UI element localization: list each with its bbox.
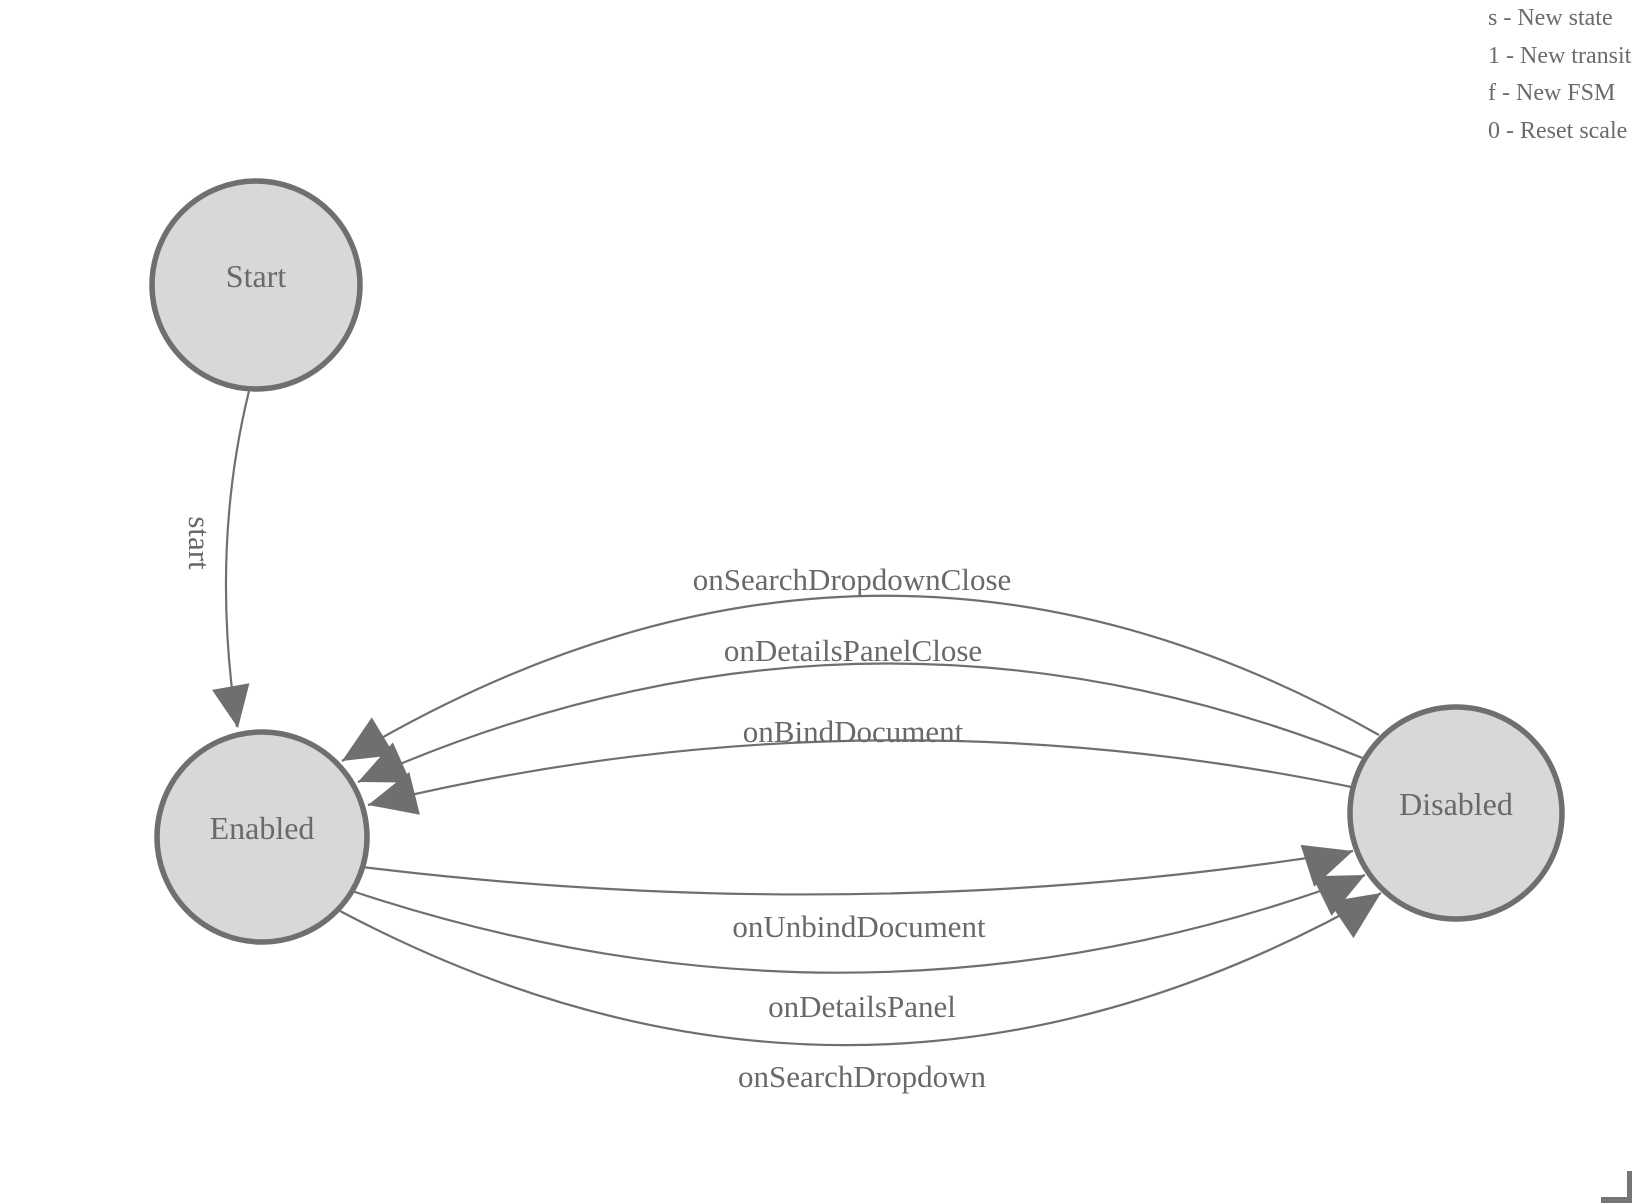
state-label-enabled: Enabled (210, 810, 315, 846)
state-label-start: Start (226, 258, 287, 294)
edge-label-onunbinddocument[interactable]: onUnbindDocument (732, 909, 986, 944)
arrowhead-onbinddocument-icon (368, 772, 420, 815)
edge-onunbinddocument[interactable] (361, 849, 1354, 896)
edge-label-ondetailspanel[interactable]: onDetailsPanel (768, 989, 956, 1024)
edge-label-start[interactable]: start (182, 516, 217, 570)
arrowhead-onsearchdropdown-icon (1328, 893, 1381, 939)
shortcut-legend: s - New state 1 - New transition f - New… (1488, 0, 1632, 150)
arrowhead-start-icon (212, 683, 250, 728)
state-node-start[interactable] (149, 178, 363, 392)
edge-onbinddocument[interactable] (367, 739, 1362, 807)
edge-ondetailspanel[interactable] (351, 873, 1366, 974)
state-node-disabled[interactable] (1347, 704, 1565, 922)
legend-line-new-state: s - New state (1488, 5, 1613, 31)
arrowhead-ondetailspanel-icon (1312, 875, 1365, 916)
edge-label-ondetailspanelclose[interactable]: onDetailsPanelClose (724, 633, 982, 668)
arrowhead-onsearchdropdownclose-icon (342, 717, 395, 761)
state-node-enabled[interactable] (154, 729, 370, 945)
edge-label-onbinddocument[interactable]: onBindDocument (743, 714, 964, 749)
edge-label-onsearchdropdownclose[interactable]: onSearchDropdownClose (693, 562, 1012, 597)
edge-onsearchdropdown[interactable] (339, 892, 1382, 1047)
edge-onsearchdropdownclose[interactable] (341, 594, 1380, 762)
clipped-corner-bracket (1601, 1171, 1632, 1203)
edge-start-to-enabled[interactable] (224, 390, 251, 728)
legend-line-reset-scale: 0 - Reset scale (1488, 117, 1628, 144)
state-label-disabled: Disabled (1399, 786, 1513, 822)
edge-label-onsearchdropdown[interactable]: onSearchDropdown (738, 1059, 986, 1094)
edge-ondetailspanelclose[interactable] (357, 662, 1371, 784)
arrowhead-ondetailspanelclose-icon (358, 742, 411, 783)
legend-line-new-transition: 1 - New transition (1488, 42, 1632, 69)
legend-line-new-fsm: f - New FSM (1488, 80, 1616, 107)
